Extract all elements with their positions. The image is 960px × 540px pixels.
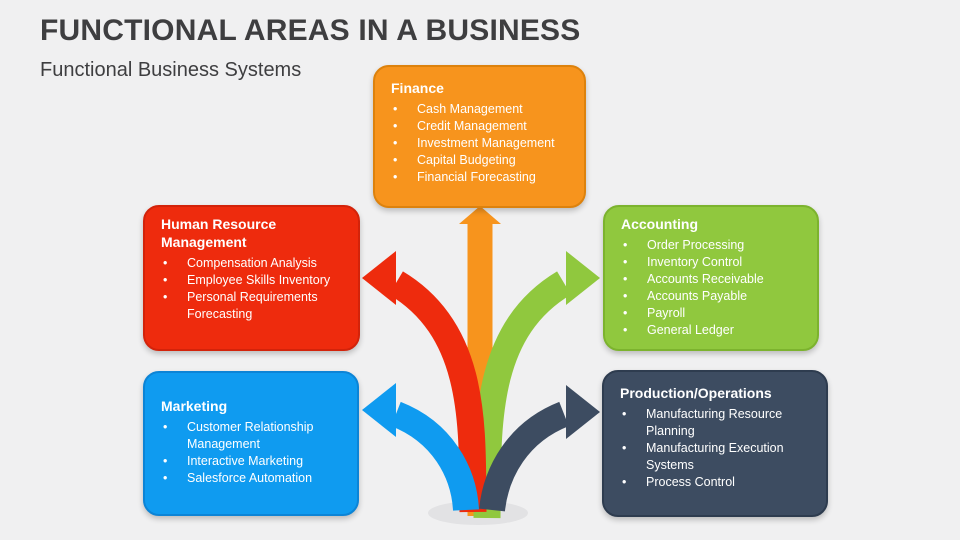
accounting-arrow-head bbox=[566, 251, 600, 305]
production-operations-box: Production/Operations Manufacturing Reso… bbox=[602, 370, 828, 517]
list-item: Manufacturing Resource Planning bbox=[620, 406, 814, 440]
list-item: Customer Relationship Management bbox=[161, 419, 345, 453]
marketing-arrow-shaft bbox=[390, 401, 479, 512]
list-item: Payroll bbox=[621, 305, 805, 322]
accounting-box-list: Order Processing Inventory Control Accou… bbox=[621, 237, 805, 339]
list-item: Interactive Marketing bbox=[161, 453, 345, 470]
list-item: Capital Budgeting bbox=[391, 152, 572, 169]
list-item: General Ledger bbox=[621, 322, 805, 339]
list-item: Accounts Payable bbox=[621, 288, 805, 305]
list-item: Compensation Analysis bbox=[161, 255, 346, 272]
marketing-box: Marketing Customer Relationship Manageme… bbox=[143, 371, 359, 516]
production-arrow-head bbox=[566, 385, 600, 439]
finance-box: Finance Cash Management Credit Managemen… bbox=[373, 65, 586, 208]
list-item: Cash Management bbox=[391, 101, 572, 118]
list-item: Accounts Receivable bbox=[621, 271, 805, 288]
finance-box-title: Finance bbox=[391, 80, 444, 96]
production-box-list: Manufacturing Resource Planning Manufact… bbox=[620, 406, 814, 491]
list-item: Financial Forecasting bbox=[391, 169, 572, 186]
list-item: Inventory Control bbox=[621, 254, 805, 271]
list-item: Investment Management bbox=[391, 135, 572, 152]
production-arrow-shaft bbox=[479, 401, 570, 512]
hrm-arrow-head bbox=[362, 251, 396, 305]
finance-arrow-head bbox=[459, 206, 501, 224]
marketing-box-list: Customer Relationship Management Interac… bbox=[161, 419, 345, 487]
finance-box-list: Cash Management Credit Management Invest… bbox=[391, 101, 572, 186]
accounting-box: Accounting Order Processing Inventory Co… bbox=[603, 205, 819, 351]
marketing-arrow-head bbox=[362, 383, 396, 437]
human-resource-management-box: Human Resource Management Compensation A… bbox=[143, 205, 360, 351]
list-item: Credit Management bbox=[391, 118, 572, 135]
production-box-title: Production/Operations bbox=[620, 385, 772, 401]
list-item: Employee Skills Inventory bbox=[161, 272, 346, 289]
accounting-box-title: Accounting bbox=[621, 216, 698, 232]
hrm-box-title: Human Resource Management bbox=[161, 216, 277, 250]
marketing-box-title: Marketing bbox=[161, 398, 228, 414]
list-item: Salesforce Automation bbox=[161, 470, 345, 487]
hrm-box-list: Compensation Analysis Employee Skills In… bbox=[161, 255, 346, 323]
slide-title: FUNCTIONAL AREAS IN A BUSINESS bbox=[40, 14, 581, 47]
list-item: Process Control bbox=[620, 474, 814, 491]
slide-subtitle: Functional Business Systems bbox=[40, 59, 302, 81]
list-item: Order Processing bbox=[621, 237, 805, 254]
list-item: Manufacturing Execution Systems bbox=[620, 440, 814, 474]
list-item: Personal Requirements Forecasting bbox=[161, 289, 346, 323]
